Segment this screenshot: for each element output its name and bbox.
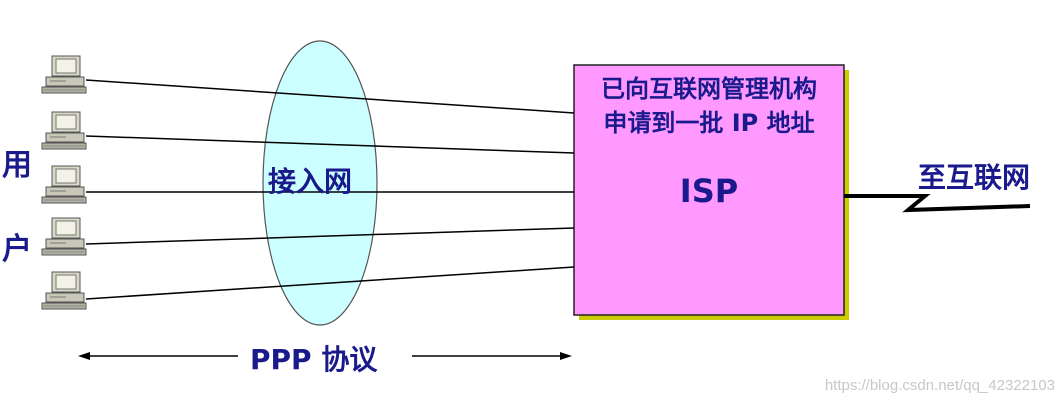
user-link-1 xyxy=(85,79,575,114)
isp-label: ISP xyxy=(679,172,739,210)
isp-note: 已向互联网管理机构 申请到一批 IP 地址 xyxy=(576,72,842,140)
watermark: https://blog.csdn.net/qq_42322103 xyxy=(824,377,1055,394)
isp-note-line1: 已向互联网管理机构 xyxy=(601,75,817,103)
user-links xyxy=(85,79,575,300)
computer-icon xyxy=(41,55,87,94)
users-label-top: 用 xyxy=(2,148,32,183)
protocol-label: PPP 协议 xyxy=(250,343,378,376)
user-link-2 xyxy=(85,135,575,154)
computer-icon xyxy=(41,271,87,310)
computer-icon xyxy=(41,111,87,150)
computer-icon xyxy=(41,165,87,204)
user-link-4 xyxy=(85,227,575,245)
internet-label: 至互联网 xyxy=(918,161,1031,194)
access-network-label: 接入网 xyxy=(268,165,353,198)
protocol-arrow xyxy=(78,352,572,360)
isp-note-line2: 申请到一批 IP 地址 xyxy=(603,109,815,137)
user-link-5 xyxy=(85,266,575,300)
isp-box xyxy=(573,64,845,316)
computer-icon xyxy=(41,217,87,256)
access-network-ellipse xyxy=(262,40,378,326)
users-label-bottom: 户 xyxy=(2,232,32,267)
internet-link xyxy=(844,194,1031,213)
